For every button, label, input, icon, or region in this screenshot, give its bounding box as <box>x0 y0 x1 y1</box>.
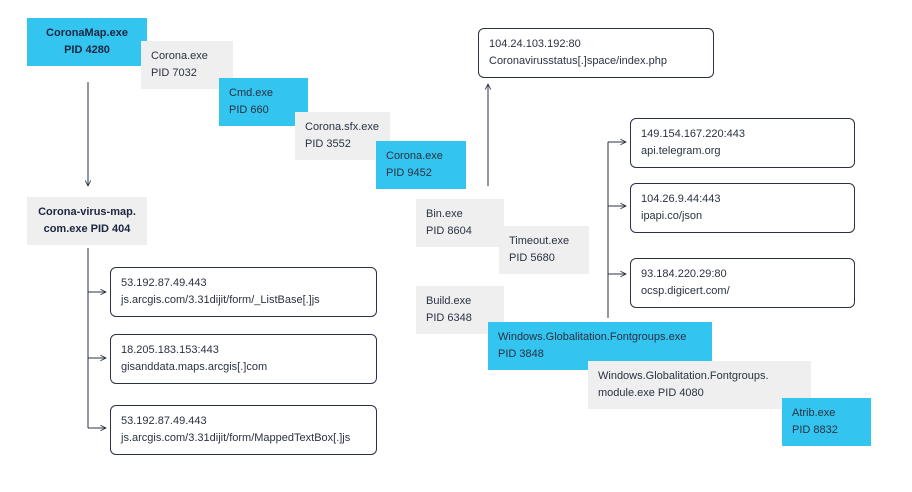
process-corona-7032: Corona.exe PID 7032 <box>141 41 233 89</box>
connection-telegram: 149.154.167.220:443 api.telegram.org <box>630 118 855 168</box>
process-pid: PID 3848 <box>498 348 544 360</box>
connection-ip: 104.24.103.192:80 <box>489 38 581 50</box>
connection-arcgis-mapped: 53.192.87.49.443 js.arcgis.com/3.31dijit… <box>110 405 377 455</box>
connection-host: Coronavirusstatus[.]space/index.php <box>489 55 667 67</box>
process-pid: PID 5680 <box>509 252 555 264</box>
process-name: Windows.Globalitation.Fontgroups. <box>598 370 769 382</box>
process-name: Cmd.exe <box>229 87 274 99</box>
connection-ip: 104.26.9.44:443 <box>641 193 721 205</box>
process-corona-9452: Corona.exe PID 9452 <box>376 141 466 189</box>
process-name: Bin.exe <box>426 208 463 220</box>
process-corona-sfx: Corona.sfx.exe PID 3552 <box>295 112 390 160</box>
connection-arcgis-listbase: 53.192.87.49.443 js.arcgis.com/3.31dijit… <box>110 267 377 317</box>
process-corona-virus-map: Corona-virus-map. com.exe PID 404 <box>27 197 147 245</box>
connection-host: api.telegram.org <box>641 145 721 157</box>
process-pid: module.exe PID 4080 <box>598 387 704 399</box>
process-name: Corona.sfx.exe <box>305 121 379 133</box>
connection-ipapi: 104.26.9.44:443 ipapi.co/json <box>630 183 855 233</box>
process-pid: PID 6348 <box>426 312 472 324</box>
connection-ip: 18.205.183.153:443 <box>121 344 219 356</box>
process-name: Corona.exe <box>151 50 208 62</box>
process-pid: PID 3552 <box>305 138 351 150</box>
connection-ip: 53.192.87.49.443 <box>121 277 207 289</box>
process-build: Build.exe PID 6348 <box>416 286 504 334</box>
process-pid: PID 660 <box>229 104 269 116</box>
process-coronamap: CoronaMap.exe PID 4280 <box>27 18 147 66</box>
process-atrib: Atrib.exe PID 8832 <box>782 398 871 446</box>
process-fontgroups-module: Windows.Globalitation.Fontgroups. module… <box>588 361 811 409</box>
connection-ip: 149.154.167.220:443 <box>641 128 745 140</box>
process-bin: Bin.exe PID 8604 <box>416 199 504 247</box>
process-timeout: Timeout.exe PID 5680 <box>499 226 589 274</box>
connection-host: ipapi.co/json <box>641 210 703 222</box>
connection-host: ocsp.digicert.com/ <box>641 285 730 297</box>
process-cmd: Cmd.exe PID 660 <box>219 78 308 126</box>
process-name: Corona-virus-map. <box>38 206 136 218</box>
process-name: Timeout.exe <box>509 235 570 247</box>
process-pid: com.exe PID 404 <box>43 223 131 235</box>
process-pid: PID 9452 <box>386 167 432 179</box>
connection-arcgis-gisanddata: 18.205.183.153:443 gisanddata.maps.arcgi… <box>110 334 377 384</box>
process-pid: PID 8604 <box>426 225 472 237</box>
process-name: CoronaMap.exe <box>46 27 128 39</box>
connection-host: js.arcgis.com/3.31dijit/form/MappedTextB… <box>121 432 351 444</box>
process-pid: PID 4280 <box>64 44 110 56</box>
process-name: Corona.exe <box>386 150 443 162</box>
connection-ip: 53.192.87.49.443 <box>121 415 207 427</box>
connection-host: gisanddata.maps.arcgis[.]com <box>121 361 268 373</box>
connection-digicert: 93.184.220.29:80 ocsp.digicert.com/ <box>630 258 855 308</box>
process-name: Atrib.exe <box>792 407 836 419</box>
process-pid: PID 7032 <box>151 67 197 79</box>
connection-ip: 93.184.220.29:80 <box>641 268 727 280</box>
process-name: Windows.Globalitation.Fontgroups.exe <box>498 331 687 343</box>
process-pid: PID 8832 <box>792 424 838 436</box>
connection-coronavirusstatus: 104.24.103.192:80 Coronavirusstatus[.]sp… <box>478 28 714 78</box>
connection-host: js.arcgis.com/3.31dijit/form/_ListBase[.… <box>121 294 320 306</box>
process-name: Build.exe <box>426 295 472 307</box>
